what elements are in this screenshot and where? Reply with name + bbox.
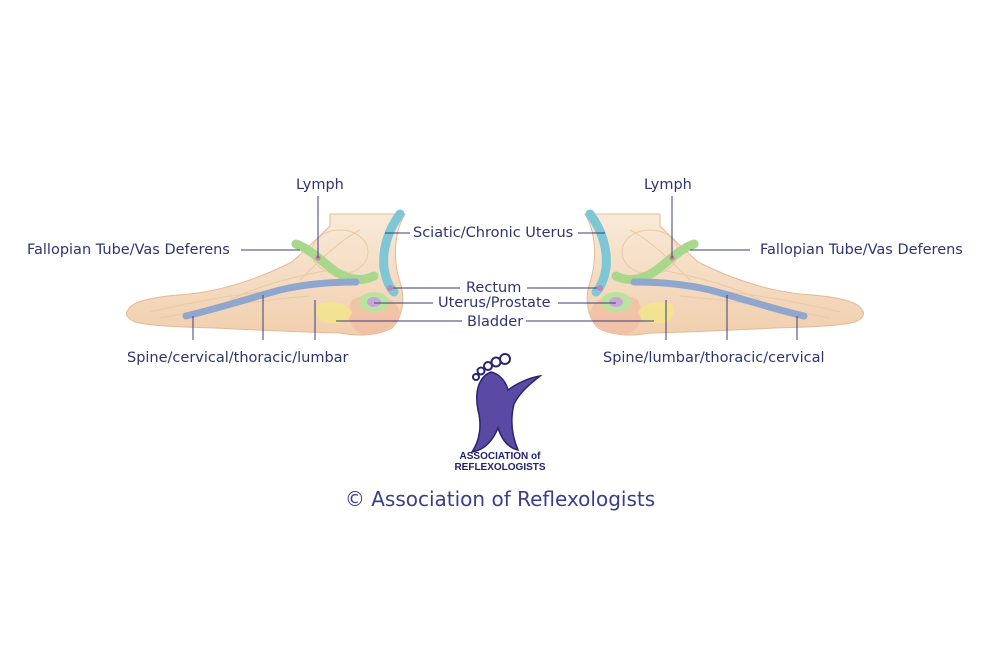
label-spine-right: Spine/lumbar/thoracic/cervical	[603, 350, 825, 366]
association-logo-figure	[470, 353, 543, 453]
left-foot	[126, 214, 405, 335]
label-lymph-right: Lymph	[644, 177, 692, 193]
label-fallopian-left: Fallopian Tube/Vas Deferens	[27, 242, 230, 258]
right-foot	[585, 214, 864, 335]
label-spine-left: Spine/cervical/thoracic/lumbar	[127, 350, 349, 366]
copyright-notice: © Association of Reflexologists	[344, 487, 656, 511]
label-fallopian-right: Fallopian Tube/Vas Deferens	[760, 242, 963, 258]
logo-text-line2: REFLEXOLOGISTS	[454, 462, 546, 473]
label-bladder: Bladder	[467, 314, 524, 330]
label-uterus-prostate: Uterus/Prostate	[438, 295, 551, 311]
label-lymph-left: Lymph	[296, 177, 344, 193]
label-sciatic: Sciatic/Chronic Uterus	[413, 225, 574, 241]
label-rectum: Rectum	[466, 280, 522, 296]
leader-lines	[192, 196, 798, 340]
logo-text-line1: ASSOCIATION of	[459, 451, 541, 462]
